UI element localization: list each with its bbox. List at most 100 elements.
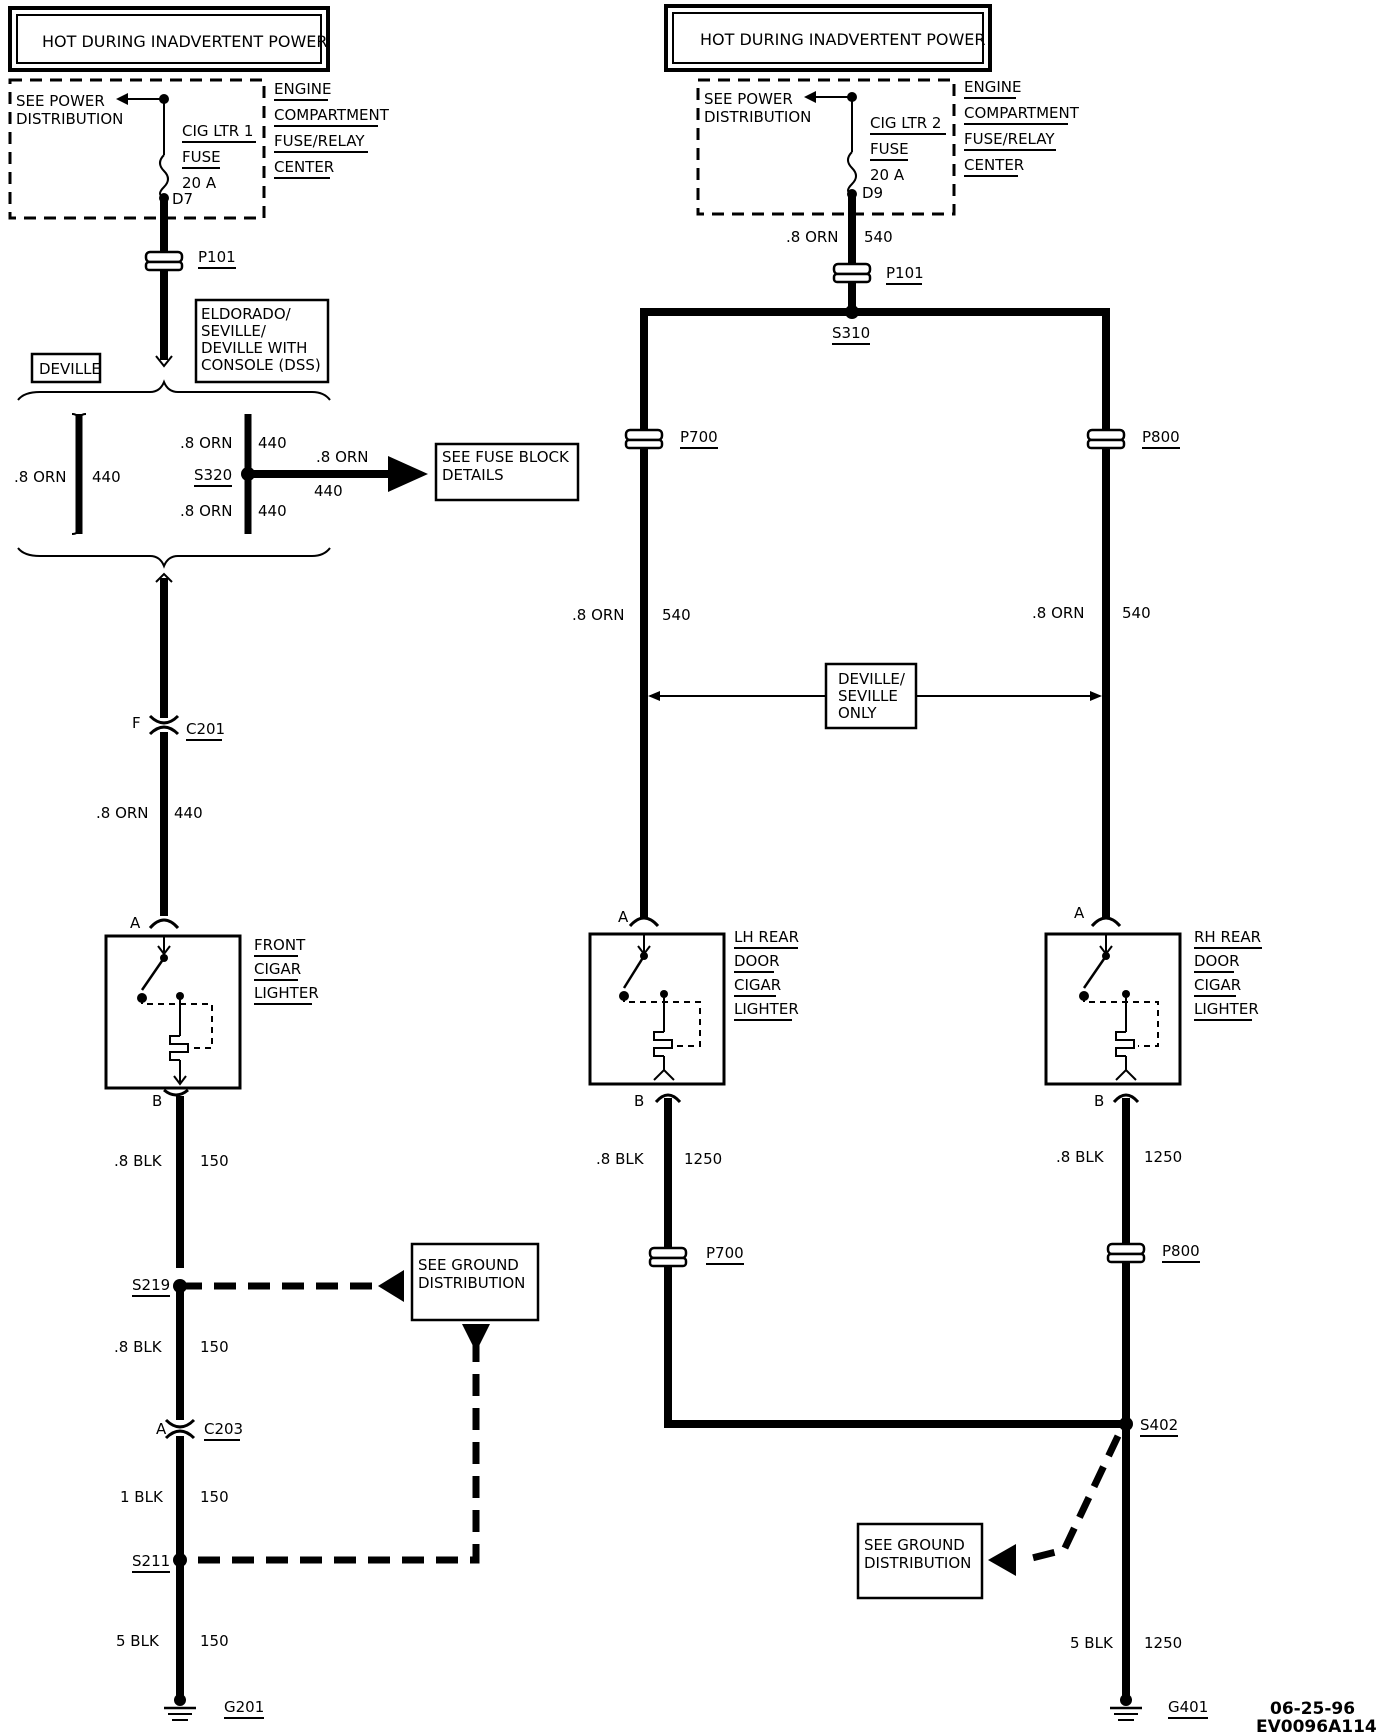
c201-wire-spec: .8 ORN: [96, 804, 149, 822]
rh-lighter-line-4: LIGHTER: [1194, 1000, 1259, 1018]
lh-circuit: 540: [662, 606, 691, 624]
fuse-block-line-2: DETAILS: [442, 466, 504, 484]
right-fuse-center-box: [696, 78, 956, 216]
eldorado-line-3: DEVILLE WITH: [201, 339, 307, 357]
blk-wire-spec-4: 5 BLK: [116, 1632, 160, 1650]
lh-lighter-line-1: LH REAR: [734, 928, 799, 946]
left-ground-down-arrow: [462, 1324, 490, 1352]
lh-lighter-box: [588, 932, 726, 1086]
c201-connector: [148, 714, 180, 725]
left-fuse-name: CIG LTR 1: [182, 122, 253, 140]
right-fuse-rating: 20 A: [870, 166, 905, 184]
fuse-block-box: [434, 442, 580, 502]
bottom-option-brace: [17, 547, 331, 569]
deville-circuit: 440: [92, 468, 121, 486]
p700-top-connector: [624, 428, 664, 442]
front-lighter-element: [169, 1035, 189, 1061]
footer-code: EV0096A114: [1256, 1717, 1376, 1736]
lh-lighter-line-3: CIGAR: [734, 976, 781, 994]
lh-blk-circuit: 1250: [684, 1150, 722, 1168]
g201-label: G201: [224, 1698, 264, 1716]
rh-blk-circuit: 1250: [1144, 1148, 1182, 1166]
right-p101-label: P101: [886, 264, 924, 282]
left-center-4: CENTER: [274, 158, 334, 176]
rh-lighter-line-2: DOOR: [1194, 952, 1240, 970]
eldorado-line-1: ELDORADO/: [201, 305, 292, 323]
right-center-2: COMPARTMENT: [964, 104, 1080, 122]
lh-lighter-line-4: LIGHTER: [734, 1000, 799, 1018]
s211-splice: [173, 1553, 187, 1567]
top-option-brace: [17, 379, 331, 401]
right-see-power-2: DISTRIBUTION: [704, 108, 811, 126]
eldorado-line-2: SEVILLE/: [201, 322, 267, 340]
c203-label: C203: [204, 1420, 243, 1438]
blk-wire-spec-3: 1 BLK: [120, 1488, 164, 1506]
fuse-block-arrow: [388, 456, 428, 492]
right-top-wire-spec: .8 ORN: [786, 228, 839, 246]
left-ground-line-2: DISTRIBUTION: [418, 1274, 525, 1292]
blk-wire-spec-2: .8 BLK: [114, 1338, 163, 1356]
left-fuse-type: FUSE: [182, 148, 221, 166]
right-hot-label: HOT DURING INADVERTENT POWER: [700, 30, 985, 49]
left-ground-line-1: SEE GROUND: [418, 1256, 519, 1274]
lh-lighter-pin-b: B: [634, 1092, 644, 1110]
left-see-power-2: DISTRIBUTION: [16, 110, 123, 128]
lh-lighter-pin-a: A: [618, 908, 629, 926]
lh-lighter-line-2: DOOR: [734, 952, 780, 970]
lh-blk-wire-spec: .8 BLK: [596, 1150, 645, 1168]
right-ground-line-1: SEE GROUND: [864, 1536, 965, 1554]
left-eldorado-box: [194, 298, 330, 384]
dss-wire-spec-bottom: .8 ORN: [180, 502, 233, 520]
right-fuse-name: CIG LTR 2: [870, 114, 941, 132]
left-ground-box: [410, 1242, 540, 1322]
rh-wire-spec: .8 ORN: [1032, 604, 1085, 622]
blk-circuit-3: 150: [200, 1488, 229, 1506]
left-p101-connector: [144, 250, 184, 264]
lh-wire-spec: .8 ORN: [572, 606, 625, 624]
left-circuit: HOT DURING INADVERTENT POWER SEE POWER D…: [8, 6, 580, 1721]
rh-lighter-box: [1044, 932, 1182, 1086]
p800-bottom-label: P800: [1162, 1242, 1200, 1260]
rh-5blk-wire-spec: 5 BLK: [1070, 1634, 1114, 1652]
s320-wire-spec: .8 ORN: [316, 448, 369, 466]
s211-label: S211: [132, 1552, 170, 1570]
c201-label: C201: [186, 720, 225, 738]
deville-seville-line-2: SEVILLE: [838, 687, 898, 705]
deville-seville-line-1: DEVILLE/: [838, 670, 906, 688]
dss-circuit-bottom: 440: [258, 502, 287, 520]
dss-wire-spec-top: .8 ORN: [180, 434, 233, 452]
right-fuse-type: FUSE: [870, 140, 909, 158]
g401-ground-icon: [1110, 1706, 1142, 1721]
left-deville-label: DEVILLE: [39, 360, 101, 378]
front-lighter-box: [104, 934, 242, 1090]
g401-label: G401: [1168, 1698, 1208, 1716]
s310-label: S310: [832, 324, 870, 342]
rh-blk-wire-spec: .8 BLK: [1056, 1148, 1105, 1166]
rh-5blk-circuit: 1250: [1144, 1634, 1182, 1652]
right-see-power-1: SEE POWER: [704, 90, 793, 108]
front-lighter-pin-b: B: [152, 1092, 162, 1110]
rh-lighter-line-1: RH REAR: [1194, 928, 1261, 946]
s402-label: S402: [1140, 1416, 1178, 1434]
blk-circuit-2: 150: [200, 1338, 229, 1356]
right-hot-box: [664, 4, 992, 72]
left-deville-box: [30, 352, 102, 384]
right-see-power-arrow: [804, 91, 816, 103]
front-lighter-line-2: CIGAR: [254, 960, 301, 978]
c201-pin: F: [132, 714, 141, 732]
s320-label: S320: [194, 466, 232, 484]
rh-lighter-line-3: CIGAR: [1194, 976, 1241, 994]
rh-lighter-pin-b: B: [1094, 1092, 1104, 1110]
right-fuse-icon: [847, 151, 857, 195]
p700-bottom-connector: [648, 1246, 688, 1260]
p800-top-label: P800: [1142, 428, 1180, 446]
right-center-1: ENGINE: [964, 78, 1021, 96]
deville-wire-spec: .8 ORN: [14, 468, 67, 486]
s402-splice: [1119, 1417, 1133, 1431]
left-fuse-rating: 20 A: [182, 174, 217, 192]
right-ground-line-2: DISTRIBUTION: [864, 1554, 971, 1572]
left-hot-box: [8, 6, 330, 72]
deville-seville-box: [824, 662, 918, 730]
left-center-1: ENGINE: [274, 80, 331, 98]
right-center-4: CENTER: [964, 156, 1024, 174]
